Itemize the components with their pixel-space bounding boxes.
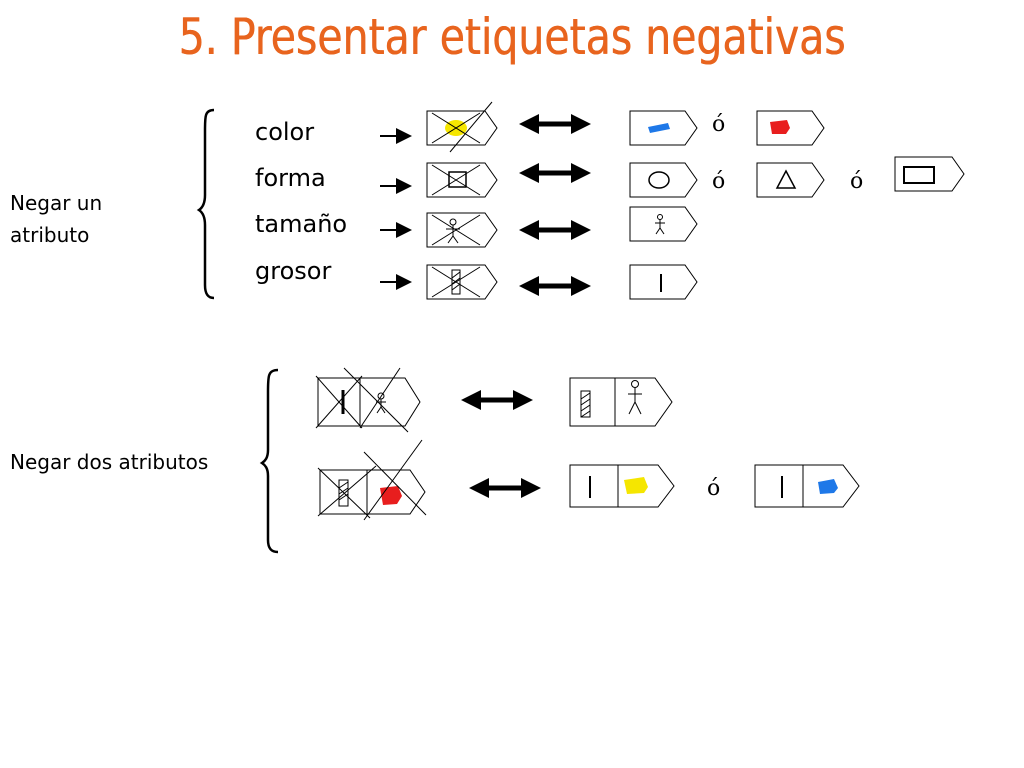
attribute-label-tamano: tamaño [255,210,348,238]
negated-label-grosor [426,264,498,300]
rectangle-shape [903,166,935,184]
attribute-label-color: color [255,118,315,146]
negated-double-label-1 [315,367,421,433]
label-rectangle [894,156,965,192]
negated-double-label-2 [317,439,427,521]
label-thin-line [629,264,698,300]
hatched-bar-icon [451,269,461,295]
triangle-shape [775,169,797,189]
red-patch [770,120,790,134]
or-text: ó [712,112,726,137]
label-triangle [756,162,825,198]
negated-label-forma [426,162,498,198]
section-one-label-line1: Negar un [10,191,103,215]
stick-figure-icon [655,214,665,235]
double-label-2-yellow [569,464,675,508]
page-title: 5. Presentar etiquetas negativas [178,8,846,66]
brace-section-one [196,108,215,300]
section-one-label-line2: atributo [10,223,90,247]
label-blue [629,110,698,146]
stick-figure-icon [376,392,386,414]
hatched-bar-icon [580,390,591,418]
or-text: ó [850,169,864,194]
circle-shape [648,171,670,189]
blue-patch [648,123,670,133]
attribute-label-forma: forma [255,164,326,192]
brace-section-two [259,368,279,554]
label-red [756,110,825,146]
section-one-label: Negar un atributo [10,187,102,251]
stick-figure-icon [628,380,642,415]
yellow-patch [624,477,648,494]
or-text: ó [712,169,726,194]
double-label-1 [569,377,673,427]
square-shape [448,171,467,188]
section-two-label: Negar dos atributos [10,450,209,474]
blue-patch [818,479,838,494]
label-small-figure [629,206,698,242]
double-label-2-blue [754,464,860,508]
negated-label-color [426,101,498,153]
negated-label-tamano [426,212,498,248]
label-circle [629,162,698,198]
attribute-label-grosor: grosor [255,257,332,285]
or-text: ó [707,476,721,501]
hatched-bar-icon [338,479,349,507]
